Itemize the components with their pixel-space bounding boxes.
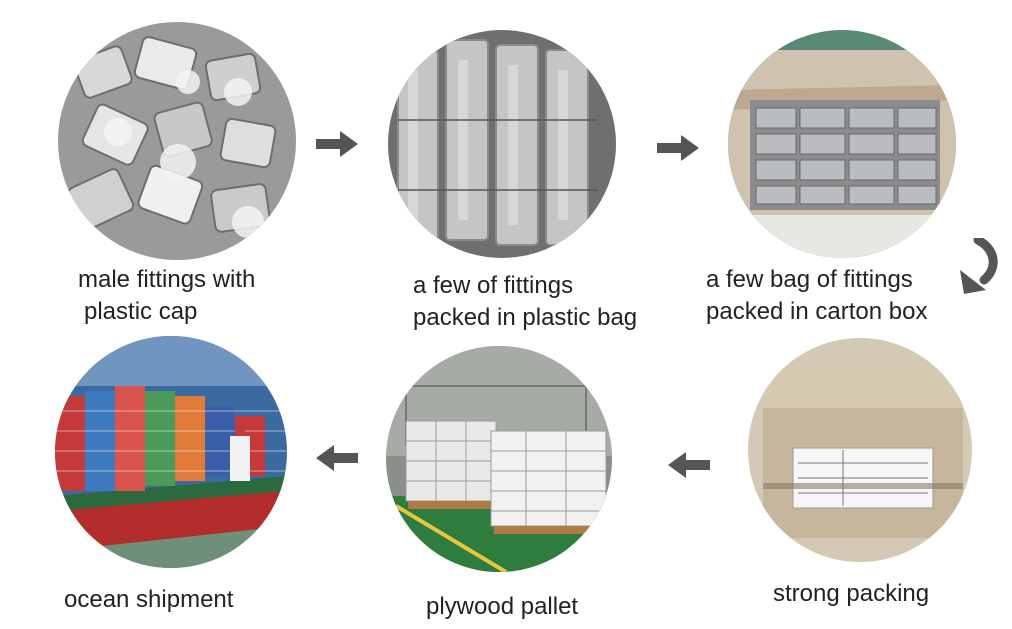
step-label-strong-packing: strong packing [773, 578, 929, 610]
strong-packing-image [748, 338, 972, 562]
arrow-left-icon [668, 452, 710, 478]
step-label-plastic-bag: a few of fittings packed in plastic bag [413, 270, 637, 334]
step-label-line: strong packing [773, 580, 930, 607]
step-label-line: ocean shipment [64, 586, 234, 613]
arrow-right-icon [316, 131, 358, 157]
step-label-line: a few of fittings [413, 272, 574, 299]
photo-ocean-shipment [55, 336, 287, 568]
step-label-male-fittings: male fittings with plastic cap [78, 264, 255, 328]
photo-male-fittings [58, 22, 296, 260]
step-label-carton-box: a few bag of fittings packed in carton b… [706, 264, 927, 328]
photo-plastic-bag [388, 30, 616, 258]
step-label-line: male fittings with [78, 266, 256, 293]
ocean-shipment-image [55, 336, 287, 568]
step-label-line: packed in carton box [706, 298, 928, 325]
arrow-right-icon [657, 135, 699, 161]
photo-strong-packing [748, 338, 972, 562]
step-label-plywood-pallet: plywood pallet [426, 591, 578, 623]
curved-arrow-down-icon [960, 238, 998, 294]
step-label-line: plastic cap [84, 298, 198, 325]
plastic-bag-image [388, 30, 616, 258]
photo-plywood-pallet [386, 346, 612, 572]
photo-carton-box [728, 30, 956, 258]
step-label-line: packed in plastic bag [413, 304, 638, 331]
arrow-left-icon [316, 445, 358, 471]
male-fittings-image [58, 22, 296, 260]
carton-box-image [728, 30, 956, 258]
step-label-line: plywood pallet [426, 593, 579, 620]
step-label-line: a few bag of fittings [706, 266, 913, 293]
plywood-pallet-image [386, 346, 612, 572]
step-label-ocean-shipment: ocean shipment [64, 584, 233, 616]
